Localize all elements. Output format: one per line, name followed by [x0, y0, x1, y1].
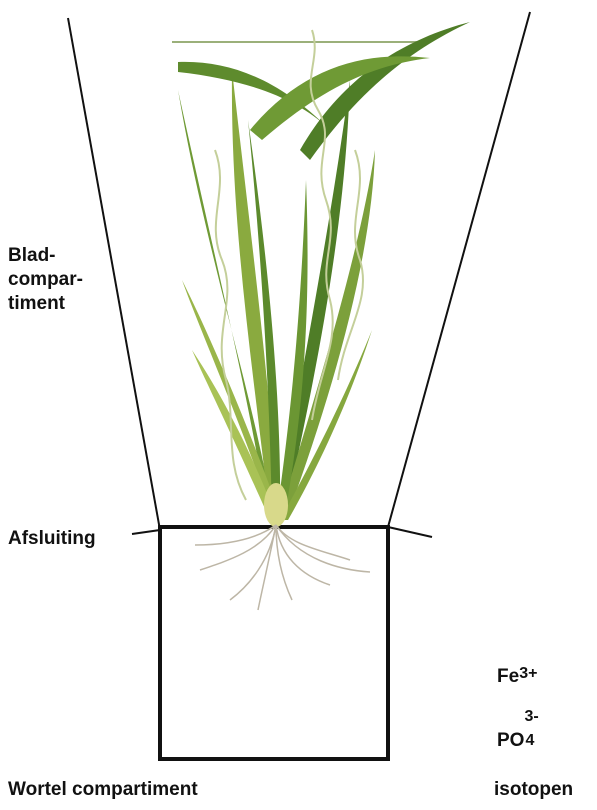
seal-line-left — [132, 530, 160, 534]
root-compartment-box — [160, 527, 388, 759]
leaf-compartment-label: Blad- compar- timent — [8, 244, 83, 316]
phosphate-charge: 3- — [524, 708, 538, 726]
phosphate-subscript: 4 — [525, 732, 534, 750]
iron-symbol: Fe — [497, 666, 519, 687]
seal-line-right — [388, 527, 432, 537]
root-compartment-label: Wortel compartiment — [8, 778, 198, 802]
isotopes-label: isotopen — [494, 778, 573, 802]
phosphate-indices: 3-4 — [524, 722, 544, 746]
leaf-compartment-label-line-2: compar- — [8, 268, 83, 292]
phosphate-symbol: PO — [497, 730, 524, 751]
leaf-compartment-label-line-3: timent — [8, 292, 83, 316]
seal-label: Afsluiting — [8, 527, 96, 551]
leaf-compartment-right-edge — [388, 12, 530, 527]
iron-ion-formula: Fe3+ — [497, 666, 537, 688]
iron-charge: 3+ — [519, 665, 537, 682]
leaf-compartment-label-line-1: Blad- — [8, 244, 83, 268]
plant-illustration — [172, 22, 470, 610]
